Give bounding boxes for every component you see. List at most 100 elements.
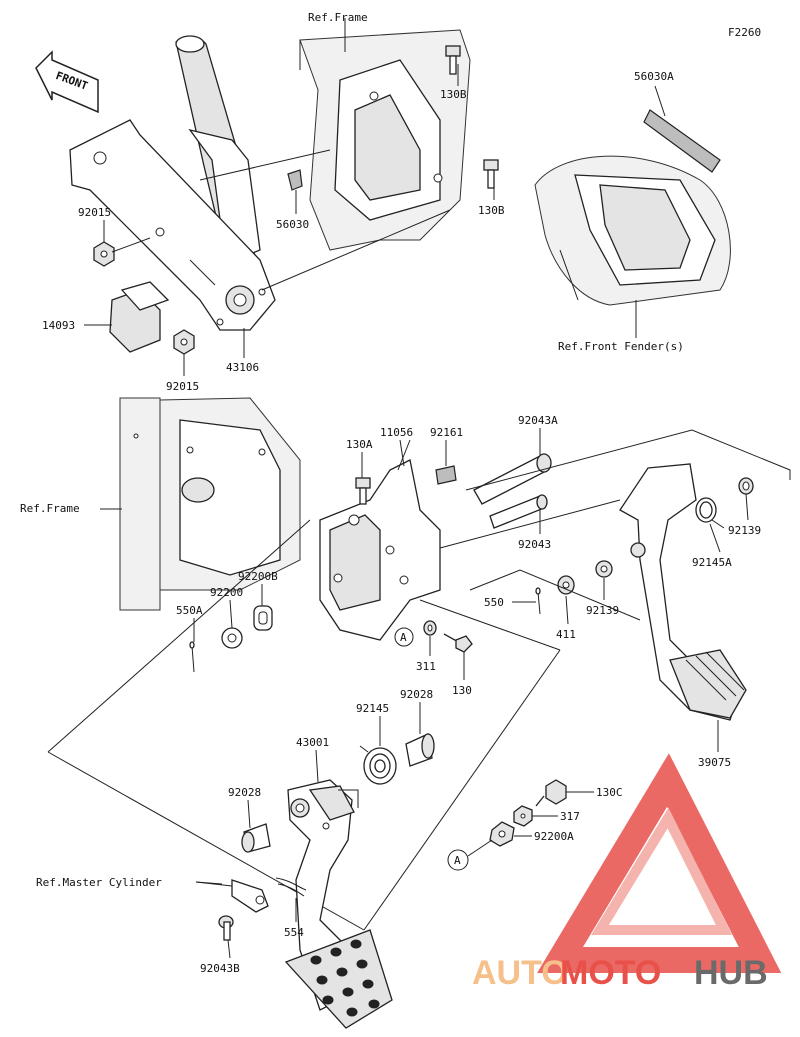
front-fender [534, 155, 731, 306]
label-311: 311 [416, 660, 436, 673]
leader-43001 [315, 749, 319, 783]
bush-92028-top [405, 733, 435, 767]
leader-92043b [227, 939, 231, 959]
label-92015-top: 92015 [78, 206, 111, 219]
frame-bracket-top [299, 29, 471, 251]
leader-11056 [399, 439, 405, 467]
frame-left [119, 397, 301, 611]
bolt-130b-mid [483, 159, 499, 189]
leader-56030a [654, 85, 666, 117]
nut-92015-top [93, 241, 115, 267]
label-43106: 43106 [226, 361, 259, 374]
label-43001: 43001 [296, 736, 329, 749]
bolt-130a [355, 477, 371, 505]
leader-92028-left [247, 799, 251, 829]
clevis-assembly [195, 877, 307, 913]
label-92145: 92145 [356, 702, 389, 715]
label-11056: 11056 [380, 426, 413, 439]
label-39075: 39075 [698, 756, 731, 769]
diagram-code: F2260 [728, 26, 761, 39]
ref-line-2 [261, 209, 451, 291]
label-92161: 92161 [430, 426, 463, 439]
nut-311 [423, 620, 437, 636]
brake-pedal-pad [284, 929, 393, 1029]
label-550a: 550A [176, 604, 203, 617]
ref-line-10 [469, 569, 641, 621]
pad-56030a [643, 109, 721, 173]
label-ref-master-cyl: Ref.Master Cylinder [36, 876, 162, 889]
label-56030a: 56030A [634, 70, 674, 83]
watermark-text-auto: AUTO [472, 954, 568, 992]
bolt-130b-top [445, 45, 461, 75]
watermark-triangle [537, 753, 782, 973]
washer-411 [557, 575, 575, 595]
accelerator-pedal-39075 [619, 463, 747, 721]
ref-line-3 [111, 237, 151, 253]
ref-line-8 [465, 429, 791, 491]
ref-line-4 [47, 519, 311, 753]
leader-411 [565, 595, 569, 625]
label-14093: 14093 [42, 319, 75, 332]
callout-a-bot: A [447, 849, 469, 871]
ref-line-7 [419, 599, 561, 651]
label-92028-left: 92028 [228, 786, 261, 799]
label-317: 317 [560, 810, 580, 823]
label-92043b: 92043B [200, 962, 240, 975]
label-92028-top: 92028 [400, 688, 433, 701]
label-92145a: 92145A [692, 556, 732, 569]
watermark-text-hub: HUB [694, 954, 768, 992]
label-92200a: 92200A [534, 830, 574, 843]
label-92015-bot: 92015 [166, 380, 199, 393]
bush-92028-left [241, 823, 271, 853]
label-92043: 92043 [518, 538, 551, 551]
spring-92145 [359, 745, 397, 785]
bolt-130c [535, 779, 567, 807]
label-550: 550 [484, 596, 504, 609]
clip-56030 [287, 169, 303, 191]
watermark-inner-triangle [591, 807, 733, 935]
leader-92200 [229, 599, 233, 629]
label-130b-top: 130B [440, 88, 467, 101]
svg-text:A: A [454, 854, 461, 867]
label-130c: 130C [596, 786, 623, 799]
collar-92139-right [738, 477, 754, 495]
ref-line-6 [363, 649, 561, 931]
label-92139-right: 92139 [728, 524, 761, 537]
shaft-92043 [489, 494, 548, 529]
svg-text:A: A [400, 631, 407, 644]
callout-a-top: A [394, 627, 414, 647]
watermark-text-moto: MOTO [560, 954, 661, 992]
leader-92139-right [745, 493, 749, 521]
label-92200: 92200 [210, 586, 243, 599]
bush-92161 [435, 465, 457, 485]
pin-550 [535, 587, 541, 615]
label-56030: 56030 [276, 218, 309, 231]
leader-92145a [709, 523, 721, 553]
leader-ref-master-cyl [195, 881, 223, 885]
label-130: 130 [452, 684, 472, 697]
washer-92200a [489, 821, 515, 847]
bolt-130 [443, 633, 473, 653]
ref-line-9 [439, 499, 621, 549]
lever-bracket-43106 [69, 119, 276, 331]
label-554: 554 [284, 926, 304, 939]
label-92139-mid: 92139 [586, 604, 619, 617]
watermark-logo [537, 753, 782, 973]
ref-line-1 [199, 149, 331, 181]
front-arrow-icon: FRONT [35, 50, 99, 114]
washer-92200b [253, 605, 273, 631]
label-92043a: 92043A [518, 414, 558, 427]
nut-317 [513, 805, 533, 827]
label-130a: 130A [346, 438, 373, 451]
pedal-bracket-11056 [319, 439, 441, 641]
label-ref-front-fender: Ref.Front Fender(s) [558, 340, 684, 353]
shaft-92043a [473, 453, 552, 505]
switch-14093 [109, 281, 170, 353]
pin-92043b [218, 915, 234, 941]
spring-92145a [695, 497, 725, 529]
watermark-text: AUTO MOTO HUB [472, 954, 768, 992]
washer-92200 [221, 627, 243, 649]
pin-550a [189, 641, 195, 673]
